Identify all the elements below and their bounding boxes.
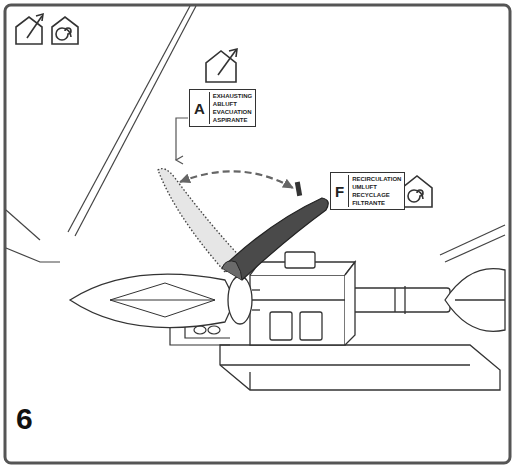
mode-names: EXHAUSTING ABLUFT EVACUATION ASPIRANTE: [210, 92, 252, 124]
exhaust-icon: [16, 14, 43, 44]
mode-label-box: AEXHAUSTING ABLUFT EVACUATION ASPIRANTE: [189, 89, 256, 127]
recirculation-icon: [402, 176, 432, 207]
recirculation-icon: [52, 17, 78, 44]
mode-label-box: FRECIRCULATION UMLUFT RECYCLAGE FILTRANT…: [330, 172, 405, 210]
step-number: 6: [16, 402, 33, 436]
mode-names: RECIRCULATION UMLUFT RECYCLAGE FILTRANTE: [349, 175, 401, 207]
mode-letter: A: [192, 92, 210, 124]
exhaust-icon: [206, 49, 237, 82]
mode-letter: F: [333, 175, 349, 207]
